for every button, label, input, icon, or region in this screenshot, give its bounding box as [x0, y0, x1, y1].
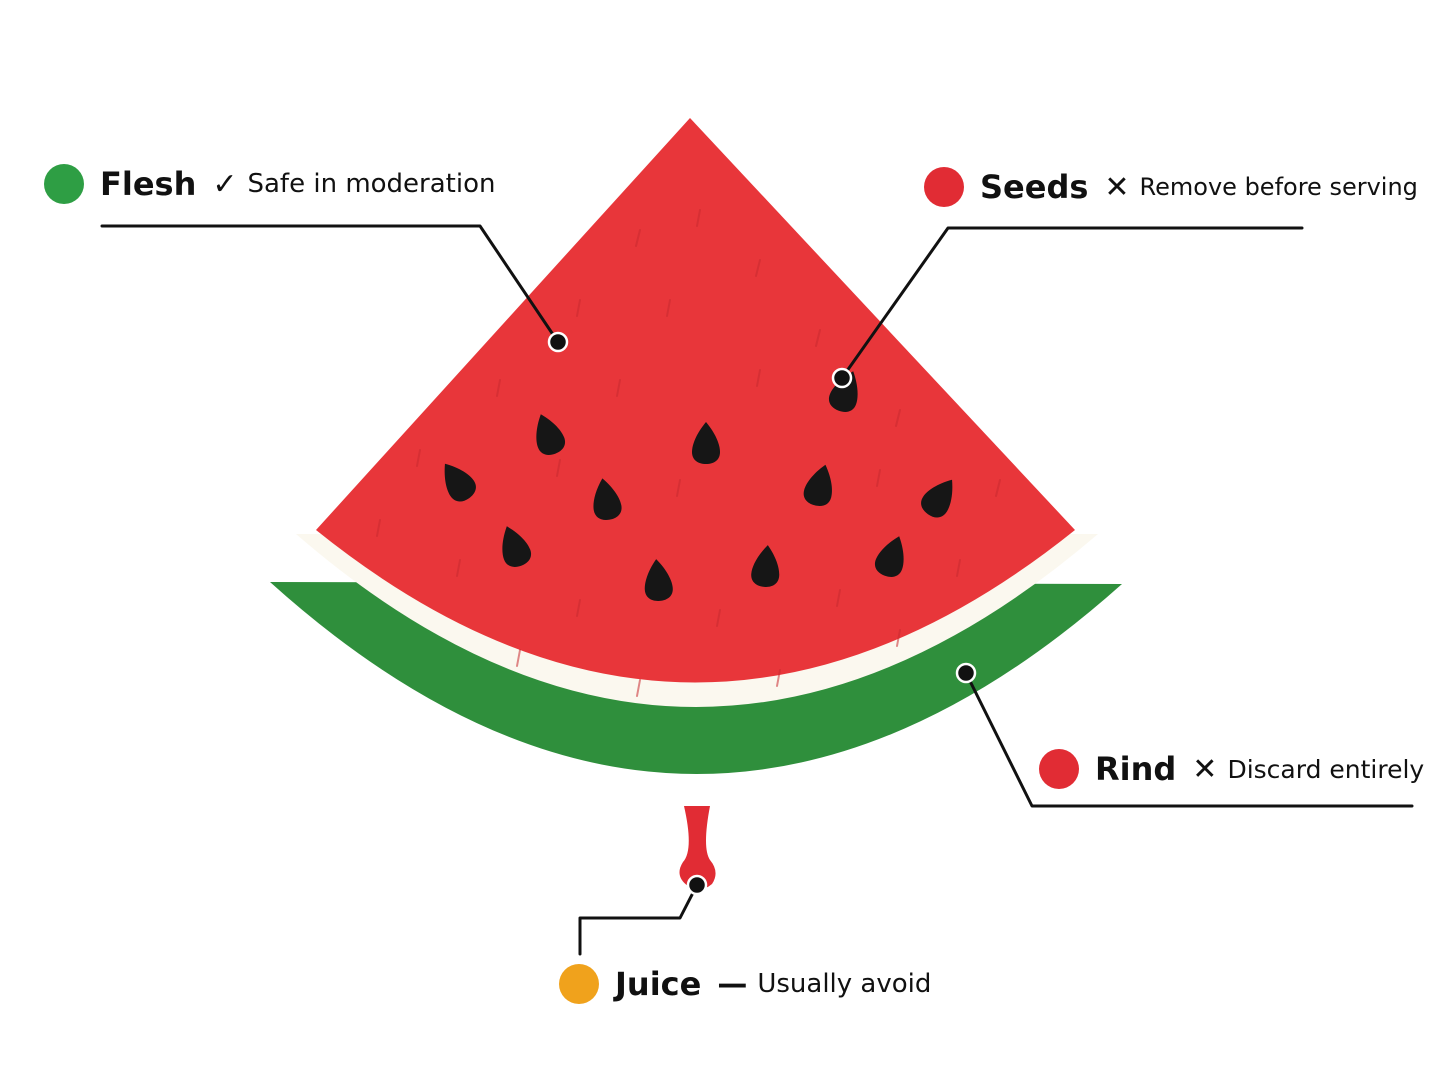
rind-status-dot	[1039, 749, 1079, 789]
rind-label: Rind ✕ Discard entirely	[1039, 749, 1424, 789]
juice-endpoint-dot	[686, 874, 708, 896]
seed	[921, 479, 953, 518]
rind-name: Rind	[1095, 750, 1177, 788]
cross-icon: ✕	[1192, 751, 1218, 787]
seeds-status-dot	[924, 167, 964, 207]
leader-lines	[100, 224, 1414, 956]
juice-status-dot	[559, 964, 599, 1004]
watermelon-slice	[270, 118, 1122, 890]
juice-note: Usually avoid	[757, 969, 932, 999]
juice-name: Juice	[615, 965, 702, 1003]
rind-note: Discard entirely	[1227, 754, 1425, 784]
juice-label: Juice — Usually avoid	[559, 964, 931, 1004]
seeds-leader-line	[840, 226, 1304, 380]
flesh-note: Safe in moderation	[247, 169, 496, 199]
seed	[536, 414, 566, 455]
seeds-group	[444, 371, 953, 601]
juice-leader-line	[578, 883, 699, 956]
flesh-endpoint-dot	[547, 331, 569, 353]
flesh-name: Flesh	[100, 165, 197, 203]
leader-endpoints	[547, 331, 977, 896]
seed	[803, 464, 832, 506]
seed	[692, 422, 720, 464]
seed	[874, 536, 904, 577]
seed	[751, 545, 780, 587]
seed	[593, 478, 622, 520]
check-icon: ✓	[212, 166, 238, 202]
juice-drip	[679, 806, 716, 890]
rind-endpoint-dot	[955, 662, 977, 684]
flesh-leader-line	[100, 224, 560, 344]
flesh-status-dot	[44, 164, 84, 204]
seeds-note: Remove before serving	[1139, 173, 1418, 201]
seed	[444, 463, 476, 502]
seed	[502, 526, 532, 567]
dash-icon: —	[717, 966, 748, 1002]
rind-leader-line	[964, 671, 1414, 808]
seeds-endpoint-dot	[831, 367, 853, 389]
flesh-label: Flesh ✓ Safe in moderation	[44, 164, 495, 204]
cross-icon: ✕	[1104, 169, 1130, 205]
flesh-texture	[376, 209, 1001, 697]
seeds-name: Seeds	[980, 168, 1089, 206]
seeds-label: Seeds ✕ Remove before serving	[924, 167, 1418, 207]
seed	[644, 559, 673, 601]
